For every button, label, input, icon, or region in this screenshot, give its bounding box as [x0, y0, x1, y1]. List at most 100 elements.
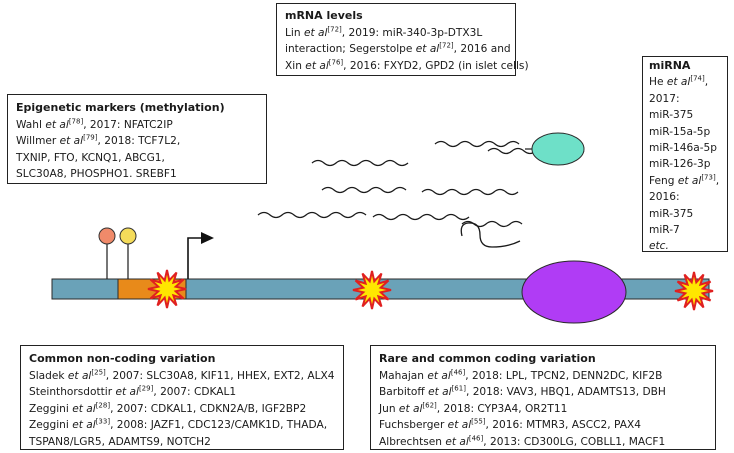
box-title: Epigenetic markers (methylation) — [16, 101, 225, 114]
text-segment: interaction; Segerstolpe — [285, 43, 416, 55]
text-segment: [29] — [138, 384, 154, 393]
text-segment: SLC30A8, PHOSPHO1. SREBF1 — [16, 168, 177, 180]
text-segment: Mahajan — [379, 369, 428, 382]
text-segment: 2016: — [649, 191, 680, 204]
text-segment: et al — [115, 386, 139, 398]
text-segment: , 2019: miR-340-3p-DTX3L — [341, 26, 483, 39]
mrna-strand — [311, 159, 409, 167]
mrna-strand — [321, 186, 407, 194]
text-segment: Zeggini — [29, 402, 73, 415]
text-segment: 2017: — [649, 92, 680, 105]
box-text-line: TSPAN8/LGR5, ADAMTS9, NOTCH2 — [29, 434, 335, 451]
text-segment: miR-375 — [649, 109, 694, 122]
text-segment: et al — [72, 419, 96, 431]
epigenetic-markers-box: Epigenetic markers (methylation) Wahl et… — [7, 94, 267, 184]
transcription-start-arrow — [187, 232, 214, 279]
text-segment: , 2018: CYP3A4, OR2T11 — [436, 402, 568, 415]
mrna-strand — [372, 213, 470, 221]
text-segment: miR-7 — [649, 224, 680, 237]
text-segment: , 2007: SLC30A8, KIF11, HHEX, EXT2, ALX4 — [105, 369, 335, 382]
text-segment: Fuchsberger — [379, 419, 448, 431]
box-text-line: Steinthorsdottir et al[29], 2007: CDKAL1 — [29, 384, 335, 401]
text-segment: et al — [445, 435, 469, 448]
methylation-marker-red — [98, 227, 116, 245]
mrna-strand — [257, 211, 367, 219]
text-segment: miR-375 — [649, 207, 694, 220]
text-segment: Steinthorsdottir — [29, 386, 116, 398]
text-segment: [46] — [450, 367, 466, 376]
text-segment: , 2018: VAV3, HBQ1, ADAMTS13, DBH — [465, 386, 666, 398]
text-segment: et al — [398, 402, 423, 415]
mrna-levels-box: mRNA levels Lin et al [72] , 2019: miR-340… — [276, 3, 529, 76]
box-text-line: etc. — [649, 238, 721, 254]
common-noncoding-variation-box: Common non-coding variation Sladek et al… — [20, 345, 344, 450]
box-text-line: miR-7 — [649, 222, 721, 238]
box-text-line: miR-146a-5p — [649, 140, 721, 156]
protein — [531, 132, 585, 166]
text-segment: et al — [45, 118, 69, 131]
variant-burst-noncoding — [352, 270, 392, 310]
box-title: mRNA levels — [285, 9, 363, 22]
coding-variation-box: Rare and common coding variation Mahajan… — [370, 345, 716, 450]
text-segment: [55] — [471, 417, 486, 426]
text-segment: , 2016: FXYD2, GPD2 (in islet cells) — [343, 59, 529, 72]
text-segment: et al — [305, 59, 329, 72]
text-segment: Xin — [285, 59, 306, 72]
text-segment: [33] — [95, 417, 111, 426]
variant-burst-coding — [674, 271, 714, 311]
text-segment: miR-126-3p — [649, 158, 711, 171]
box-text-line: Barbitoff et al[61], 2018: VAV3, HBQ1, A… — [379, 384, 707, 401]
text-segment: [73] — [701, 173, 716, 182]
text-segment: Willmer — [16, 135, 60, 147]
box-text-line: Xin et al[76], 2016: FXYD2, GPD2 (in isl… — [285, 58, 529, 75]
box-text-line: Wahl et al[78], 2017: NFATC2IP — [16, 117, 258, 134]
text-segment: , 2013: CD300LG, COBLL1, MACF1 — [483, 435, 666, 448]
box-title: Common non-coding variation — [29, 352, 216, 365]
text-segment: miR-15a-5p — [649, 125, 711, 138]
text-segment: Barbitoff — [379, 386, 429, 398]
box-text-line: Albrechtsen et al[46], 2013: CD300LG, CO… — [379, 434, 707, 451]
text-segment: et al — [59, 135, 84, 147]
text-segment: [79] — [83, 133, 98, 142]
ribosome — [521, 260, 627, 324]
text-segment: [78] — [68, 116, 84, 125]
text-segment: TXNIP, FTO, KCNQ1, ABCG1, — [16, 151, 165, 164]
text-segment: Jun — [379, 402, 399, 415]
box-text-line: Willmer et al[79], 2018: TCF7L2, — [16, 133, 258, 150]
text-segment: , 2016: MTMR3, ASCC2, PAX4 — [485, 419, 641, 431]
text-segment: et al — [666, 76, 691, 89]
box-text-line: He et al[74], — [649, 74, 721, 90]
text-segment: et al — [72, 402, 96, 415]
text-segment: He — [649, 76, 667, 89]
box-title: Rare and common coding variation — [379, 352, 596, 365]
box-text-line: interaction; Segerstolpe et al[72], 2016… — [285, 41, 511, 58]
text-segment: , 2008: JAZF1, CDC123/CAMK1D, THADA, — [110, 419, 328, 431]
text-segment: Zeggini — [29, 419, 73, 431]
text-segment: , 2018: TCF7L2, — [97, 135, 181, 147]
text-segment: Sladek — [29, 369, 68, 382]
text-segment: miR-146a-5p — [649, 142, 718, 155]
text-segment: Wahl — [16, 118, 46, 131]
box-text-line: 2017: — [649, 91, 721, 107]
box-text-line: Sladek et al[25], 2007: SLC30A8, KIF11, … — [29, 368, 335, 385]
box-text-line: Zeggini et al[28], 2007: CDKAL1, CDKN2A/… — [29, 401, 335, 418]
nascent-peptide-chain — [460, 222, 521, 248]
text-segment: , 2018: LPL, TPCN2, DENN2DC, KIF2B — [465, 369, 663, 382]
box-text-line: TXNIP, FTO, KCNQ1, ABCG1, — [16, 150, 258, 167]
text-segment: , — [704, 76, 709, 89]
text-segment: et al — [303, 26, 328, 39]
mrna-strand — [421, 188, 519, 196]
text-segment: Lin — [285, 26, 304, 39]
text-segment: Albrechtsen — [379, 435, 446, 448]
text-segment: , 2007: CDKAL1 — [153, 386, 237, 398]
text-segment: TSPAN8/LGR5, ADAMTS9, NOTCH2 — [29, 435, 211, 448]
text-segment: [46] — [468, 433, 484, 442]
box-text-line: Feng et al[73], — [649, 173, 721, 189]
box-text-line: miR-126-3p — [649, 156, 721, 172]
box-text-line: Fuchsberger et al[55], 2016: MTMR3, ASCC… — [379, 417, 707, 434]
text-segment: [72] — [439, 41, 454, 50]
box-text-line: Jun et al[62], 2018: CYP3A4, OR2T11 — [379, 401, 707, 418]
text-segment: [74] — [690, 74, 705, 83]
